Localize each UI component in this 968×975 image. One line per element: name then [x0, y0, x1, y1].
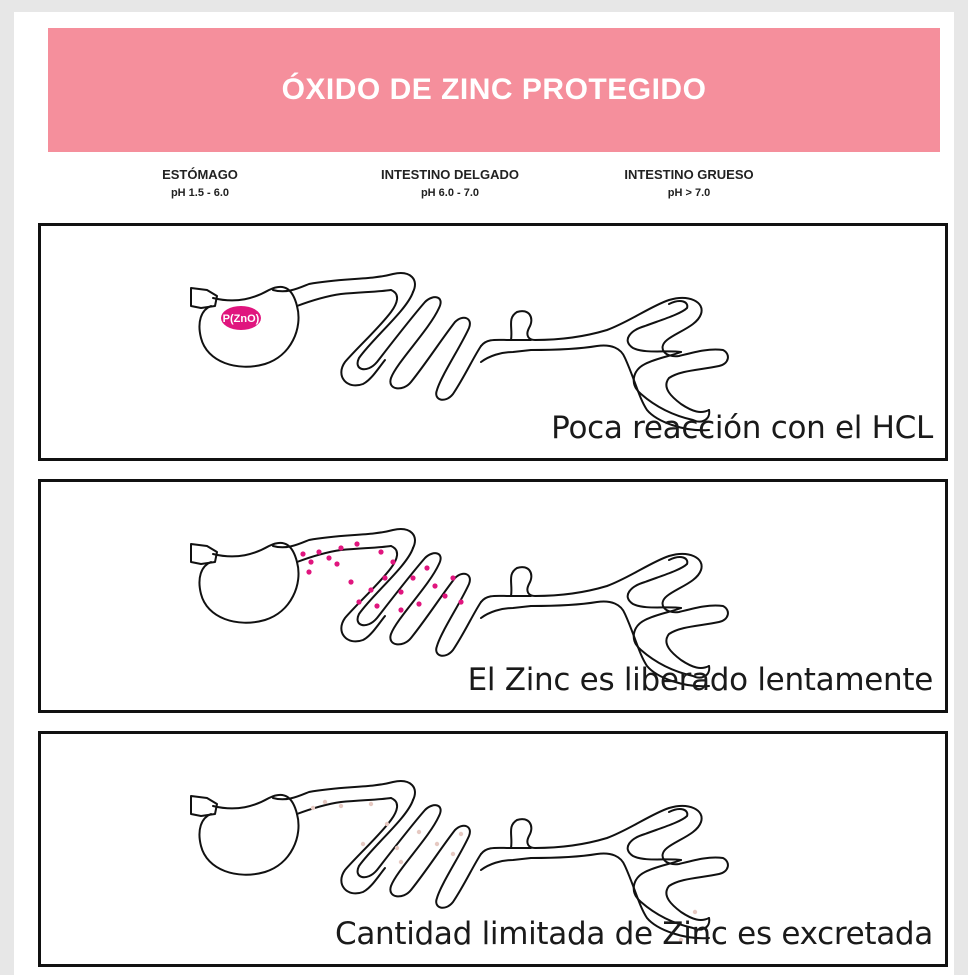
zinc-dot [416, 601, 421, 606]
zinc-dot [424, 565, 429, 570]
zinc-dot [382, 575, 387, 580]
zinc-dot [450, 575, 455, 580]
excreted-dot [395, 846, 399, 850]
zone-large-intestine: INTESTINO GRUESO pH > 7.0 [596, 166, 782, 202]
zinc-dot [338, 545, 343, 550]
zone-name: INTESTINO GRUESO [596, 166, 782, 184]
zone-name: ESTÓMAGO [140, 166, 260, 184]
excreted-dot [385, 822, 389, 826]
zinc-dot [398, 607, 403, 612]
zinc-dot [306, 569, 311, 574]
zinc-dot [378, 549, 383, 554]
zone-ph: pH 1.5 - 6.0 [140, 184, 260, 202]
excreted-dot [361, 842, 365, 846]
excreted-dot [339, 804, 343, 808]
zone-name: INTESTINO DELGADO [350, 166, 550, 184]
panel-caption: Poca reacción con el HCL [551, 410, 933, 446]
excreted-dot [451, 852, 455, 856]
zinc-dot [390, 559, 395, 564]
zone-ph: pH 6.0 - 7.0 [350, 184, 550, 202]
zinc-dot [410, 575, 415, 580]
panel-caption: Cantidad limitada de Zinc es excretada [335, 916, 933, 952]
excreted-dot [399, 860, 403, 864]
zinc-dot [356, 599, 361, 604]
zone-small-intestine: INTESTINO DELGADO pH 6.0 - 7.0 [350, 166, 550, 202]
panel-caption: El Zinc es liberado lentamente [468, 662, 933, 698]
panel-small-intestine: El Zinc es liberado lentamente [38, 479, 948, 713]
zinc-dot [308, 559, 313, 564]
released-zinc-dots [300, 541, 463, 612]
zinc-dot [432, 583, 437, 588]
zinc-dot [316, 549, 321, 554]
capsule-label: P(ZnO) [223, 313, 260, 325]
zinc-dot [442, 593, 447, 598]
zone-stomach: ESTÓMAGO pH 1.5 - 6.0 [140, 166, 260, 202]
zinc-dot [348, 579, 353, 584]
zinc-dot [334, 561, 339, 566]
excreted-dot [435, 842, 439, 846]
zinc-dot [300, 551, 305, 556]
excreted-dot [369, 802, 373, 806]
panel-excretion: Cantidad limitada de Zinc es excretada [38, 731, 948, 967]
zinc-dot [326, 555, 331, 560]
zinc-dot [458, 599, 463, 604]
excreted-dot [459, 832, 463, 836]
excreted-dot [323, 800, 327, 804]
panel-stomach: P(ZnO) Poca reacción con el HCL [38, 223, 948, 461]
page-title: ÓXIDO DE ZINC PROTEGIDO [282, 73, 707, 107]
zinc-dot [374, 603, 379, 608]
title-banner: ÓXIDO DE ZINC PROTEGIDO [48, 28, 940, 152]
excreted-dot [311, 806, 315, 810]
zone-ph: pH > 7.0 [596, 184, 782, 202]
zinc-dot [398, 589, 403, 594]
excreted-dot [417, 830, 421, 834]
zinc-dot [368, 587, 373, 592]
excreted-dot [693, 910, 697, 914]
zinc-dot [354, 541, 359, 546]
